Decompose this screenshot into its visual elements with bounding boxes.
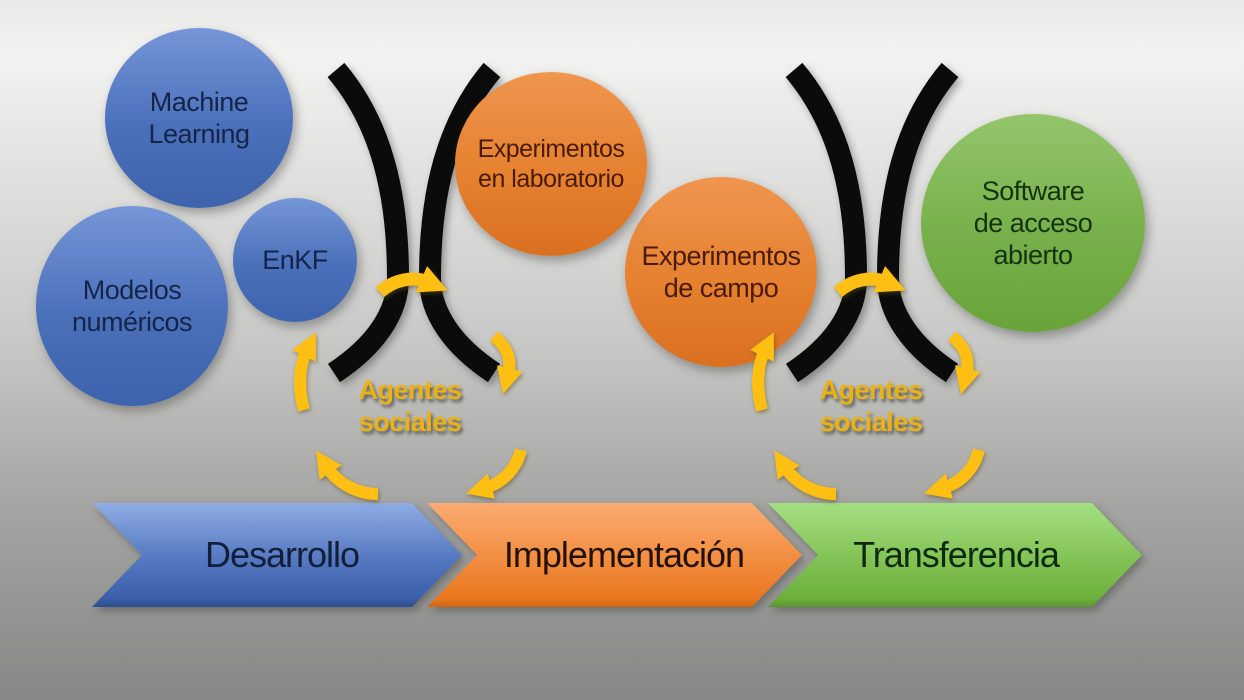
bubble-machine-learning: Machine Learning	[105, 28, 293, 208]
bubble-machine-learning-label: Machine Learning	[148, 87, 250, 149]
stage-label-transferencia: Transferencia	[853, 534, 1060, 575]
barrier-curve-right-2	[876, 62, 959, 383]
cycle-arrow-right-down-1	[489, 331, 523, 395]
flow-arrow-through-barrier-1	[375, 266, 448, 298]
bubble-enkf-label: EnKF	[262, 245, 328, 275]
cycle-arrow-right-down-2	[947, 331, 981, 395]
bubble-modelos-numericos: Modelos numéricos	[36, 206, 228, 406]
stage-chevron-transferencia	[768, 503, 1142, 607]
bubble-experimentos-campo-label: Experimentos de campo	[641, 241, 801, 303]
flow-arrow-through-barrier-2	[833, 266, 906, 298]
cycle-arrow-left-up-2	[750, 332, 774, 412]
agentes-sociales-label-left: Agentes sociales	[358, 375, 462, 437]
bubble-experimentos-laboratorio-label: Experimentos en laboratorio	[477, 135, 625, 193]
barrier-curve-left-1	[327, 62, 410, 383]
stage-chevron-implementacion	[427, 503, 802, 607]
barrier-curve-right-1	[418, 62, 501, 383]
cycle-arrow-bottom-right-2	[924, 448, 985, 499]
agentes-sociales-label-right: Agentes sociales	[819, 375, 923, 437]
stage-label-implementacion: Implementación	[503, 534, 745, 575]
bubble-software-acceso-abierto-label: Software de acceso abierto	[973, 176, 1093, 270]
bubble-experimentos-campo: Experimentos de campo	[625, 177, 817, 367]
bubble-modelos-numericos-label: Modelos numéricos	[71, 275, 193, 337]
cycle-arrow-bottom-right-1	[466, 448, 527, 499]
bubble-software-acceso-abierto: Software de acceso abierto	[921, 114, 1145, 332]
bubble-enkf: EnKF	[233, 198, 357, 322]
cycle-arrow-left-up-1	[292, 332, 316, 412]
barrier-curve-left-2	[785, 62, 868, 383]
bubble-experimentos-laboratorio: Experimentos en laboratorio	[455, 72, 647, 256]
stage-label-desarrollo: Desarrollo	[204, 534, 360, 575]
cycle-arrow-bottom-left-1	[316, 450, 379, 500]
cycle-arrow-bottom-left-2	[774, 450, 837, 500]
stage-chevron-desarrollo	[92, 503, 462, 607]
